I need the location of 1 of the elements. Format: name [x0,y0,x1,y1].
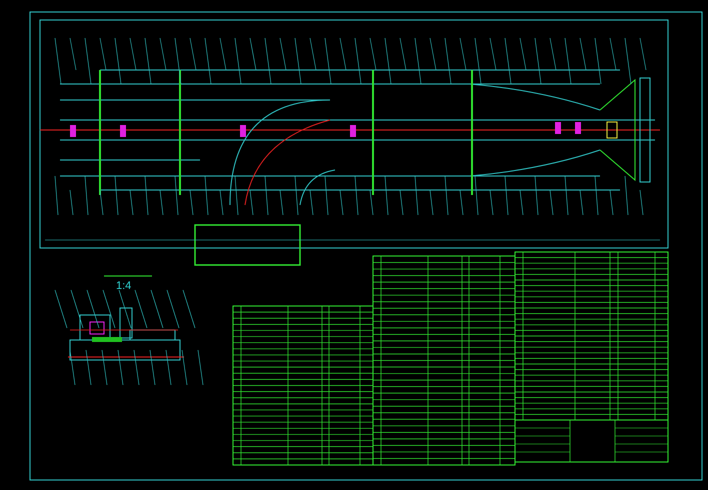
scale-label: 1:4 [116,280,132,292]
